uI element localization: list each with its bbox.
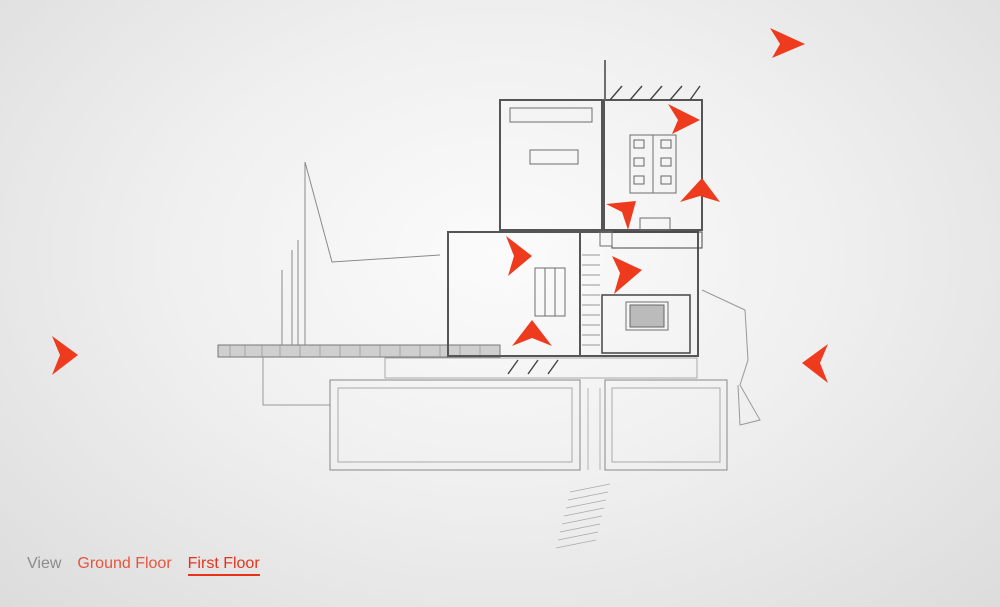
camera-hotspots [52, 28, 828, 383]
camera-hotspot-kitchen[interactable] [606, 201, 636, 230]
camera-hotspot-east[interactable] [802, 344, 828, 383]
camera-hotspot-west[interactable] [52, 336, 78, 375]
camera-hotspot-dining-bottom[interactable] [680, 178, 720, 202]
camera-hotspot-terrace[interactable] [512, 320, 552, 346]
floor-plan-linework [217, 60, 761, 549]
floor-nav: View Ground Floor First Floor [27, 555, 260, 581]
camera-hotspot-lounge[interactable] [612, 256, 642, 294]
camera-hotspot-northeast[interactable] [770, 28, 805, 58]
camera-hotspot-dining-top[interactable] [668, 104, 700, 134]
view-label: View [27, 555, 62, 572]
ground-floor-link[interactable]: Ground Floor [77, 555, 172, 572]
camera-hotspot-living[interactable] [506, 236, 532, 276]
first-floor-link[interactable]: First Floor [187, 555, 260, 576]
